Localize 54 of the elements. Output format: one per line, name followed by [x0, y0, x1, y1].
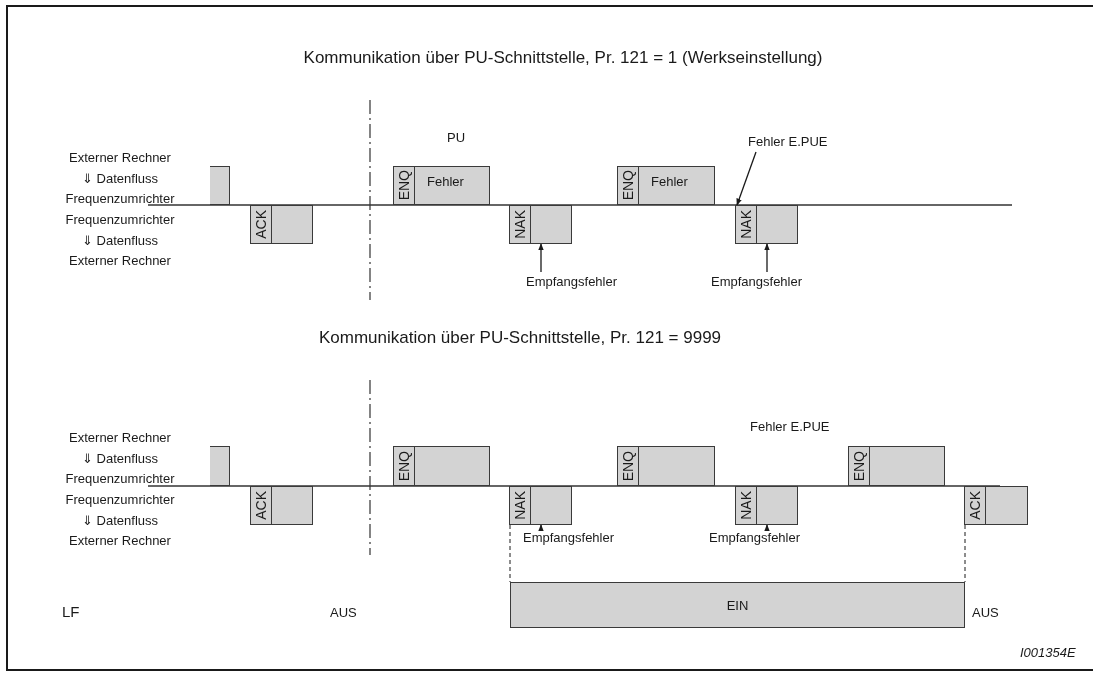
control-code: ACK — [252, 491, 270, 520]
data-frame — [509, 486, 572, 525]
leader-arrow — [764, 524, 770, 532]
interface-label: PU — [447, 129, 466, 147]
control-code: NAK — [737, 210, 755, 239]
error-label: Fehler E.PUE — [748, 134, 828, 149]
control-code: NAK — [511, 491, 529, 520]
state-label: AUS — [330, 604, 357, 622]
frame-text: Fehler — [651, 174, 688, 189]
signal-name: LF — [62, 602, 80, 622]
data-block — [210, 166, 230, 205]
data-frame — [250, 205, 313, 244]
data-frame — [509, 205, 572, 244]
data-frame — [848, 446, 945, 486]
control-code: ENQ — [619, 450, 637, 482]
data-frame — [735, 486, 798, 525]
data-frame — [250, 486, 313, 525]
control-code: NAK — [511, 210, 529, 239]
document-id: I001354E — [1020, 644, 1076, 662]
error-label: Empfangsfehler — [709, 530, 801, 545]
leader-arrow — [538, 524, 544, 532]
leader-arrow — [538, 243, 544, 273]
error-label: Fehler E.PUE — [750, 418, 830, 436]
section-heading: Kommunikation über PU-Schnittstelle, Pr. 121 = 1 (Werkseinstellung) — [302, 48, 824, 69]
frame-text: Fehler — [427, 174, 464, 189]
control-code: ENQ — [850, 450, 868, 482]
data-frame — [617, 446, 715, 486]
dashed-guide-line — [964, 524, 966, 583]
error-label: Empfangsfehler — [523, 530, 615, 545]
data-frame — [964, 486, 1028, 525]
direction-label: Frequenzumrichter ⇓ Datenfluss Externer Rechner — [64, 211, 176, 270]
control-code: ENQ — [619, 170, 637, 201]
state-bar — [510, 582, 965, 628]
control-code: ENQ — [395, 170, 413, 201]
direction-label: Externer Rechner ⇓ Datenfluss Frequenzumrichter — [64, 149, 176, 208]
leader-arrow — [764, 243, 770, 273]
dashed-guide-line — [509, 524, 511, 583]
control-code: ACK — [252, 210, 270, 239]
control-code: ENQ — [395, 450, 413, 482]
section-heading: Kommunikation über PU-Schnittstelle, Pr. 121 = 9999 — [317, 328, 723, 349]
data-frame — [393, 446, 490, 486]
data-block — [210, 446, 230, 486]
direction-label: Frequenzumrichter ⇓ Datenfluss Externer Rechner — [64, 491, 176, 550]
control-code: ACK — [966, 491, 984, 520]
error-label: Empfangsfehler — [526, 274, 618, 289]
data-frame — [617, 166, 715, 205]
error-label: Empfangsfehler — [711, 274, 803, 289]
state-label: AUS — [972, 604, 999, 622]
direction-label: Externer Rechner ⇓ Datenfluss Frequenzumrichter — [64, 429, 176, 488]
leader-arrow — [736, 151, 757, 206]
control-code: NAK — [737, 491, 755, 520]
data-frame — [393, 166, 490, 205]
data-frame — [735, 205, 798, 244]
state-label: EIN — [726, 597, 749, 613]
